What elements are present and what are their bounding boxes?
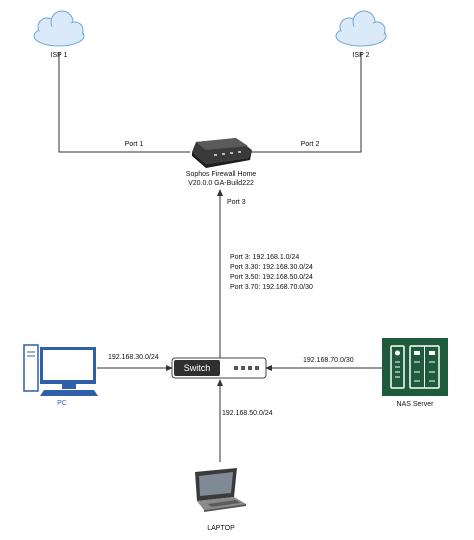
laptop-label: LAPTOP <box>207 525 235 532</box>
subnet-line: Port 3: 192.168.1.0/24 <box>230 254 299 261</box>
port3-subnet-list: Port 3: 192.168.1.0/24 Port 3.30: 192.16… <box>230 254 313 291</box>
nas-link-label: 192.168.70.0/30 <box>303 357 354 364</box>
laptop-link-label: 192.168.50.0/24 <box>222 410 273 417</box>
isp1-label: ISP 1 <box>51 52 68 59</box>
switch-label: Switch <box>184 363 211 373</box>
connectors <box>58 52 382 462</box>
port1-label: Port 1 <box>125 141 144 148</box>
switch-icon <box>171 357 267 379</box>
laptop-icon <box>195 468 246 512</box>
subnet-line: Port 3.30: 192.168.30.0/24 <box>230 264 313 271</box>
pc-link-label: 192.168.30.0/24 <box>108 354 159 361</box>
firewall-label-line1: Sophos Firewall Home <box>186 171 257 178</box>
nas-label: NAS Server <box>397 401 435 408</box>
link-isp2-firewall <box>251 52 362 153</box>
port3-label: Port 3 <box>227 199 246 206</box>
link-isp1-firewall <box>58 52 190 153</box>
isp2-cloud-icon <box>335 10 387 47</box>
isp2-label: ISP 2 <box>353 52 370 59</box>
port2-label: Port 2 <box>301 141 320 148</box>
firewall-router-icon <box>192 138 252 168</box>
subnet-line: Port 3.70: 192.168.70.0/30 <box>230 284 313 291</box>
firewall-label-line2: V20.0.0 GA-Build222 <box>188 180 254 187</box>
subnet-line: Port 3.50: 192.168.50.0/24 <box>230 274 313 281</box>
isp1-cloud-icon <box>33 10 85 47</box>
pc-icon <box>23 344 98 396</box>
pc-label: PC <box>57 400 67 407</box>
nas-server-icon <box>382 338 448 396</box>
